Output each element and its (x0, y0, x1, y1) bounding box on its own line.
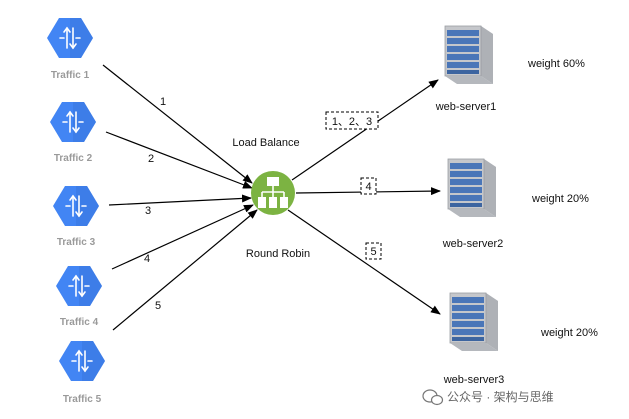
traffic-node-2: Traffic 2 (49, 101, 97, 164)
load-balancer: Load Balance Round Robin (232, 137, 310, 260)
route-number-2: 2 (148, 153, 154, 165)
round-robin-label: Round Robin (246, 248, 310, 260)
route-number-3: 3 (145, 205, 151, 217)
arrow-traffic-2 (105, 131, 253, 189)
traffic-hex-icon (46, 17, 94, 59)
traffic-node-1: Traffic 1 (46, 17, 94, 81)
traffic-hex-icon (52, 185, 100, 227)
assigned-routes-1: 1、2、3 (332, 116, 372, 128)
arrow-to-server-1 (291, 79, 439, 181)
assignment-box-server-1: 1、2、3 (325, 111, 379, 130)
arrow-traffic-3 (108, 194, 252, 206)
server-rack-icon (449, 292, 499, 352)
server-3: web-server3 weight 20% (443, 292, 598, 386)
server-name: web-server3 (443, 374, 505, 386)
arrow-to-server-3 (287, 209, 441, 315)
server-name: web-server2 (442, 238, 504, 250)
server-rack-icon (447, 158, 497, 218)
traffic-label: Traffic 3 (57, 237, 96, 248)
traffic-label: Traffic 2 (54, 153, 93, 164)
server-2: web-server2 weight 20% (442, 158, 589, 250)
traffic-node-4: Traffic 4 (55, 265, 103, 328)
server-name: web-server1 (435, 101, 497, 113)
server-weight: weight 20% (540, 327, 598, 339)
traffic-hex-icon (58, 340, 106, 382)
route-number-5: 5 (155, 300, 161, 312)
route-number-1: 1 (160, 96, 166, 108)
arrow-traffic-4 (111, 204, 254, 270)
server-weight: weight 20% (531, 193, 589, 205)
load-balance-label: Load Balance (232, 137, 299, 149)
incoming-arrows (102, 64, 258, 331)
assignment-box-server-2: 4 (360, 177, 377, 195)
traffic-label: Traffic 5 (63, 394, 102, 405)
server-1: web-server1 weight 60% (435, 25, 585, 113)
assignment-box-server-3: 5 (365, 242, 382, 260)
traffic-hex-icon (55, 265, 103, 307)
traffic-hex-icon (49, 101, 97, 143)
traffic-node-5: Traffic 5 (58, 340, 106, 405)
watermark-text: 公众号 · 架构与思维 (447, 389, 554, 404)
route-number-4: 4 (144, 253, 150, 265)
arrow-traffic-1 (102, 64, 253, 184)
assigned-routes-3: 5 (370, 246, 376, 258)
assigned-routes-2: 4 (365, 181, 371, 193)
watermark: 公众号 · 架构与思维 (422, 389, 554, 406)
traffic-node-3: Traffic 3 (52, 185, 100, 248)
sitemap-icon (258, 177, 288, 208)
wechat-icon (422, 389, 444, 406)
traffic-label: Traffic 1 (51, 70, 90, 81)
traffic-label: Traffic 4 (60, 317, 99, 328)
server-weight: weight 60% (527, 58, 585, 70)
arrow-traffic-5 (112, 209, 258, 331)
server-rack-icon (444, 25, 494, 85)
